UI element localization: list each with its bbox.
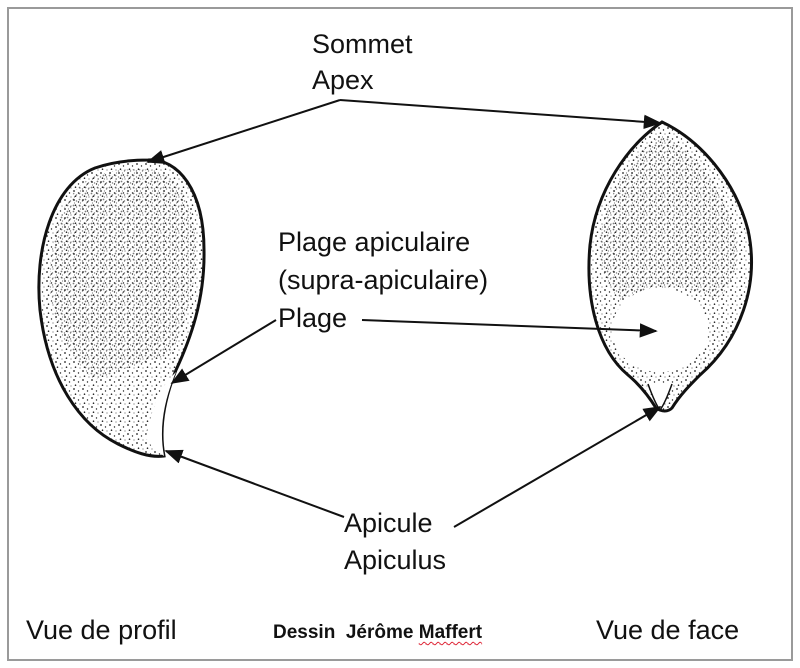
label-vue-profil: Vue de profil [26,615,177,645]
arrow-plage-to-profile [170,319,277,384]
arrow-plage-to-face [361,319,658,338]
arrow-apex-to-profile [146,99,341,164]
annotation-arrows [146,99,662,528]
arrow-apex-to-face [339,99,662,130]
credit-prefix: Dessin Jérôme [273,622,419,643]
label-apicule: Apicule [344,508,433,538]
figure-border [7,7,793,661]
drawing-credit: Dessin Jérôme Maffert [273,622,482,644]
label-apex: Apex [312,65,374,95]
arrow-apicule-to-profile [164,449,345,518]
label-supra-apiculaire: (supra-apiculaire) [278,265,489,295]
arrow-apicule-to-face [453,406,662,528]
spore-face-view [587,120,753,413]
spore-profile-view [37,158,206,458]
label-plage-apiculaire: Plage apiculaire [278,227,471,257]
label-sommet: Sommet [312,29,413,59]
label-plage: Plage [278,303,348,333]
label-apiculus: Apiculus [344,545,447,575]
label-vue-face: Vue de face [596,615,740,645]
credit-name: Maffert [418,622,483,643]
